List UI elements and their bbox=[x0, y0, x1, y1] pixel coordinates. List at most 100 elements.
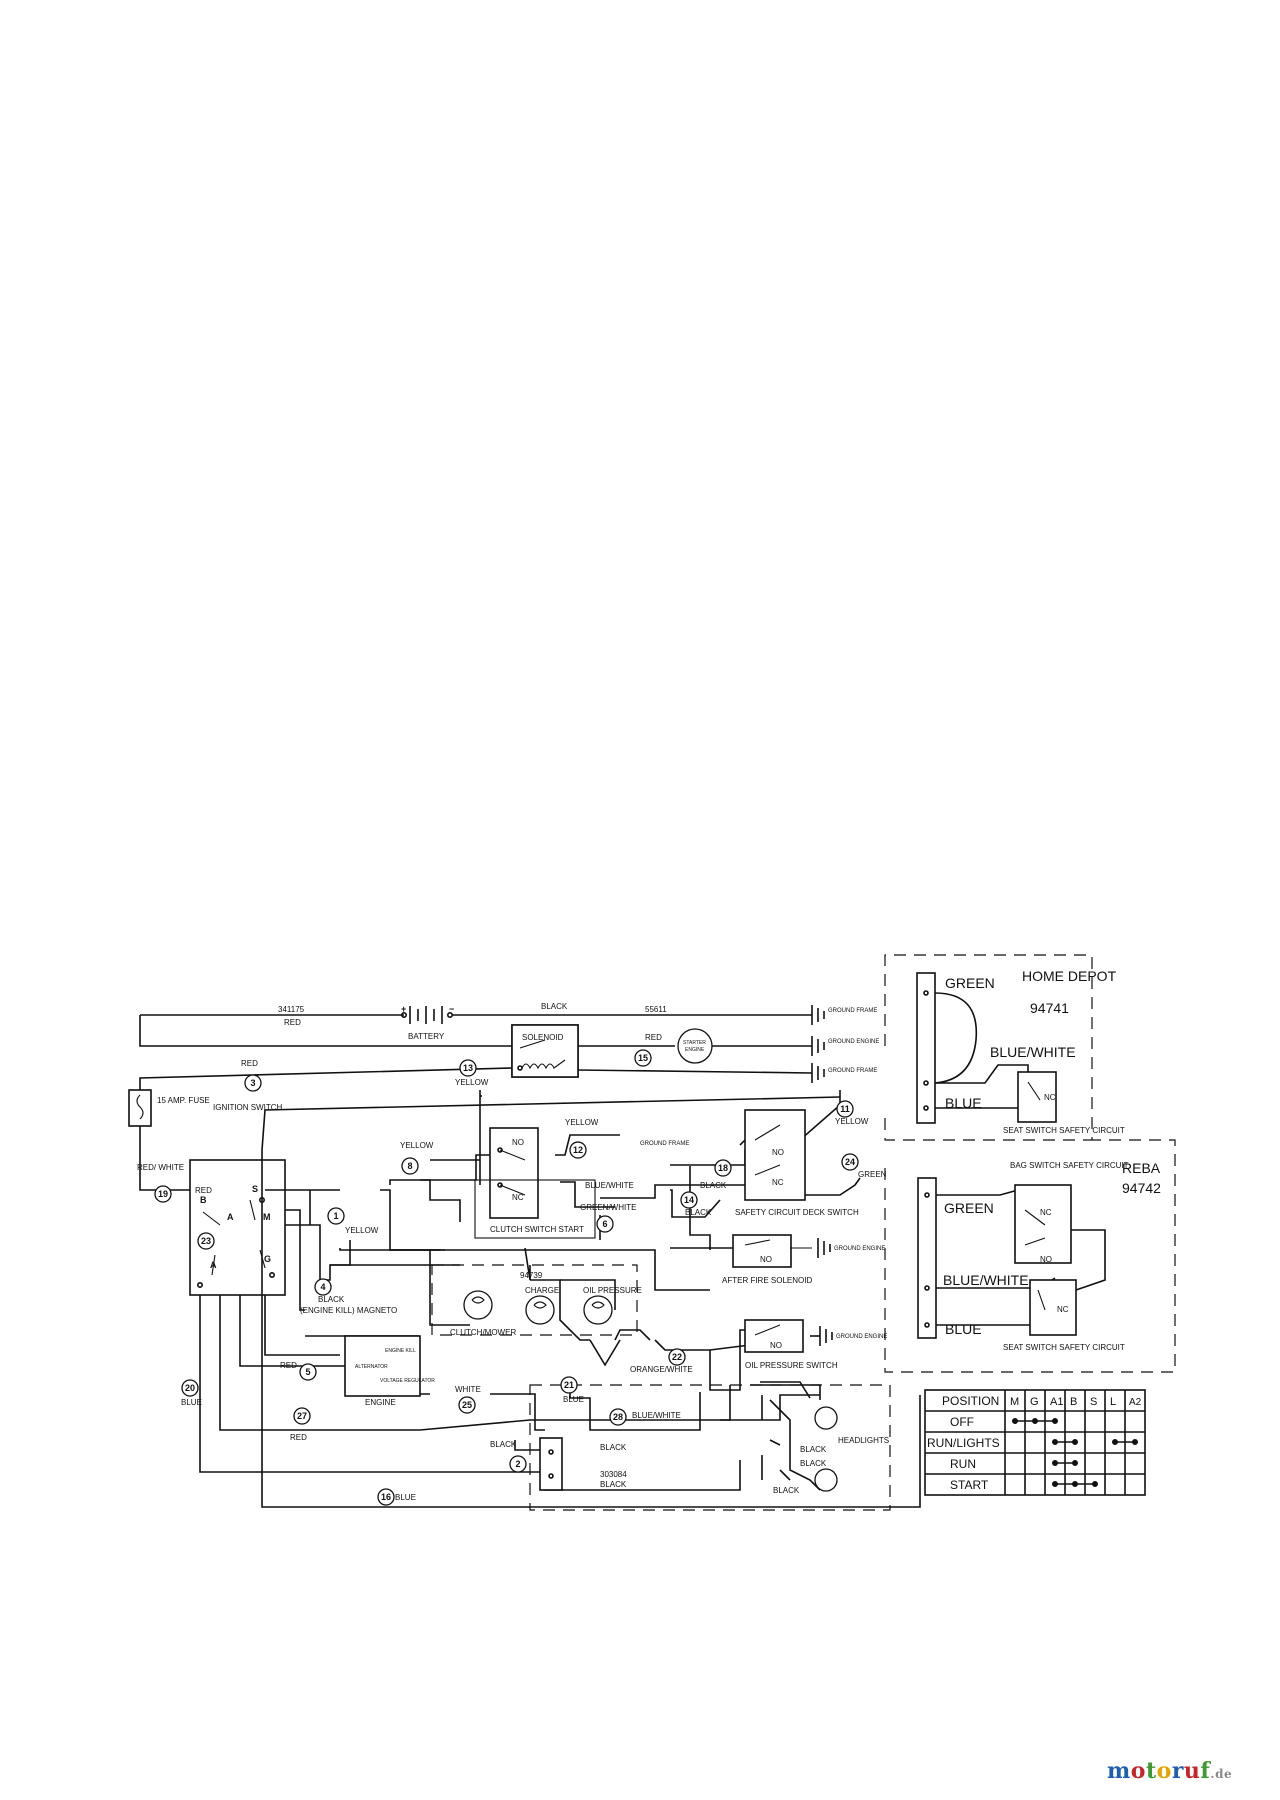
svg-text:−: − bbox=[449, 1004, 454, 1014]
label-black-h3: BLACK bbox=[773, 1486, 800, 1495]
wire-24 bbox=[841, 1153, 859, 1171]
label-red-23: RED bbox=[195, 1186, 212, 1195]
label-red-5: RED bbox=[280, 1361, 297, 1370]
ignition-switch bbox=[189, 1159, 286, 1296]
reba-green: GREEN bbox=[944, 1200, 994, 1216]
label-no-clutch: NO bbox=[512, 1138, 524, 1147]
label: 22 bbox=[672, 1352, 682, 1362]
label: 28 bbox=[613, 1412, 623, 1422]
battery-circuit: + − 341175 RED BATTERY BLACK 55611 SOLEN… bbox=[139, 1002, 813, 1110]
label: 18 bbox=[718, 1163, 728, 1173]
label-orange-white: ORANGE/WHITE bbox=[630, 1365, 693, 1374]
label: 4 bbox=[320, 1282, 325, 1292]
label-no-ops: NO bbox=[770, 1341, 782, 1350]
wire-11 bbox=[836, 1100, 854, 1118]
module-94739: 94739 CLUTCH/MOWER CHARGE OIL PRESSURE O… bbox=[431, 1264, 693, 1374]
hd-blue-white: BLUE/WHITE bbox=[990, 1044, 1076, 1060]
label-clutch-switch-start: CLUTCH SWITCH START bbox=[490, 1225, 584, 1234]
hd-nc: NC bbox=[1044, 1093, 1056, 1102]
oil-pressure-switch: NO OIL PRESSURE SWITCH bbox=[744, 1319, 838, 1370]
wire-25 bbox=[458, 1396, 476, 1414]
label-white: WHITE bbox=[455, 1385, 481, 1394]
clutch-mower-lamp bbox=[463, 1290, 493, 1320]
reba-bag-label: BAG SWITCH SAFETY CIRCUIT bbox=[1010, 1161, 1129, 1170]
label-no-deck: NO bbox=[772, 1148, 784, 1157]
label-engine-kill-magneto: (ENGINE KILL) MAGNETO bbox=[300, 1306, 397, 1315]
oil-pressure-lamp bbox=[583, 1295, 613, 1325]
headlight-1 bbox=[814, 1406, 838, 1430]
label: 21 bbox=[564, 1380, 574, 1390]
label: 13 bbox=[463, 1063, 473, 1073]
label: 14 bbox=[684, 1195, 694, 1205]
label-voltage-regulator: VOLTAGE REGULATOR bbox=[380, 1378, 435, 1384]
label-ground-frame-1: GROUND FRAME bbox=[828, 1008, 877, 1014]
svg-text:+: + bbox=[401, 1004, 406, 1014]
row-off: OFF bbox=[950, 1415, 974, 1429]
after-fire-solenoid: NO AFTER FIRE SOLENOID bbox=[722, 1234, 812, 1285]
row-run-lights: RUN/LIGHTS bbox=[927, 1436, 1000, 1450]
headlight-2 bbox=[814, 1468, 838, 1492]
label-blue-20: BLUE bbox=[181, 1398, 202, 1407]
label-55611: 55611 bbox=[645, 1005, 667, 1014]
reba-no: NO bbox=[1040, 1255, 1052, 1264]
label-red-top: RED bbox=[284, 1018, 301, 1027]
label-blue-16: BLUE bbox=[395, 1493, 416, 1502]
wire-23 bbox=[197, 1232, 215, 1250]
safety-circuit-deck-switch: NO NC SAFETY CIRCUIT DECK SWITCH GROUND … bbox=[640, 1109, 887, 1217]
wire-21 bbox=[560, 1376, 578, 1394]
label-red-white: RED/ WHITE bbox=[137, 1163, 184, 1172]
reba-seat-label: SEAT SWITCH SAFETY CIRCUIT bbox=[1003, 1343, 1125, 1352]
col-b: B bbox=[1070, 1396, 1077, 1408]
label-ground-frame-2: GROUND FRAME bbox=[828, 1068, 877, 1074]
label-ignition-switch: IGNITION SWITCH bbox=[213, 1103, 283, 1112]
label-yellow-12: YELLOW bbox=[565, 1118, 599, 1127]
label-94739: 94739 bbox=[520, 1271, 543, 1280]
label-nc-clutch: NC bbox=[512, 1193, 524, 1202]
reba-blue-white: BLUE/WHITE bbox=[943, 1272, 1029, 1288]
label-engine: ENGINE bbox=[365, 1398, 396, 1407]
col-position: POSITION bbox=[942, 1394, 999, 1408]
wire-12 bbox=[569, 1141, 587, 1159]
row-run: RUN bbox=[950, 1457, 976, 1471]
home-depot-title: HOME DEPOT bbox=[1022, 968, 1117, 984]
position-table: POSITION M G A1 B S L A2 OFF RUN/LIGHTS … bbox=[924, 1389, 1146, 1496]
wire-28 bbox=[609, 1408, 627, 1426]
label-red-starter: RED bbox=[645, 1033, 662, 1042]
wire-4 bbox=[314, 1278, 332, 1296]
label: 16 bbox=[381, 1492, 391, 1502]
label: 24 bbox=[845, 1157, 855, 1167]
label-yellow-11: YELLOW bbox=[835, 1117, 869, 1126]
reba-title: REBA bbox=[1122, 1160, 1161, 1176]
label-ground-engine-1: GROUND ENGINE bbox=[828, 1039, 879, 1045]
label-engine-kill: ENGINE KILL bbox=[385, 1348, 416, 1354]
hd-green: GREEN bbox=[945, 975, 995, 991]
wire-8 bbox=[401, 1157, 419, 1175]
svg-text:STARTER: STARTER bbox=[683, 1040, 706, 1046]
wire-18 bbox=[714, 1159, 732, 1177]
label-headlights: HEADLIGHTS bbox=[838, 1436, 889, 1445]
label-safety-deck: SAFETY CIRCUIT DECK SWITCH bbox=[735, 1208, 859, 1217]
label: 3 bbox=[250, 1078, 255, 1088]
label: 23 bbox=[201, 1236, 211, 1246]
label: 15 bbox=[638, 1053, 648, 1063]
label: 27 bbox=[297, 1411, 307, 1421]
label: 19 bbox=[158, 1189, 168, 1199]
battery-symbol: + − bbox=[400, 1004, 454, 1024]
wire-15 bbox=[634, 1049, 652, 1067]
label: 25 bbox=[462, 1400, 472, 1410]
label-blue-21: BLUE bbox=[563, 1395, 584, 1404]
reba-connector bbox=[917, 1177, 937, 1339]
col-g: G bbox=[1030, 1396, 1039, 1408]
wire-number-bubbles: 1 2 3 4 5 6 8 11 12 13 14 15 16 18 19 20… bbox=[154, 1049, 859, 1506]
label-black-18: BLACK bbox=[700, 1181, 727, 1190]
hd-connector bbox=[916, 972, 936, 1124]
wire-2 bbox=[509, 1455, 527, 1473]
label-oil-pressure-switch: OIL PRESSURE SWITCH bbox=[745, 1361, 838, 1370]
fuse-ignition: 15 AMP. FUSE RED/ WHITE IGNITION SWITCH … bbox=[128, 1089, 841, 1296]
hd-blue: BLUE bbox=[945, 1095, 982, 1111]
label-black-h2: BLACK bbox=[800, 1459, 827, 1468]
row-start: START bbox=[950, 1478, 989, 1492]
col-a2: A2 bbox=[1129, 1397, 1142, 1408]
svg-text:ENGINE: ENGINE bbox=[685, 1047, 705, 1053]
label-black-h1: BLACK bbox=[800, 1445, 827, 1454]
